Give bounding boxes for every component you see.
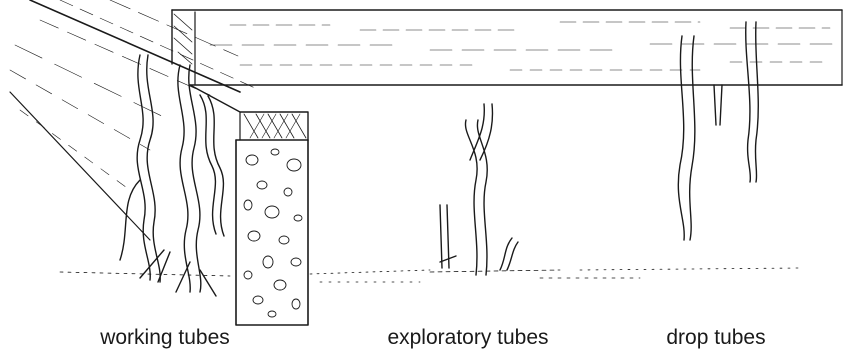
ground-line	[60, 268, 800, 282]
working-tubes-label: working tubes	[100, 326, 230, 350]
horizontal-beam	[172, 10, 842, 85]
working-tubes	[120, 55, 224, 296]
diagonal-joist	[10, 0, 255, 240]
concrete-pier	[190, 85, 308, 325]
exploratory-tubes-label: exploratory tubes	[387, 326, 548, 350]
drop-tubes	[678, 22, 758, 240]
drop-tubes-label: drop tubes	[666, 326, 765, 350]
exploratory-tubes	[440, 104, 518, 275]
